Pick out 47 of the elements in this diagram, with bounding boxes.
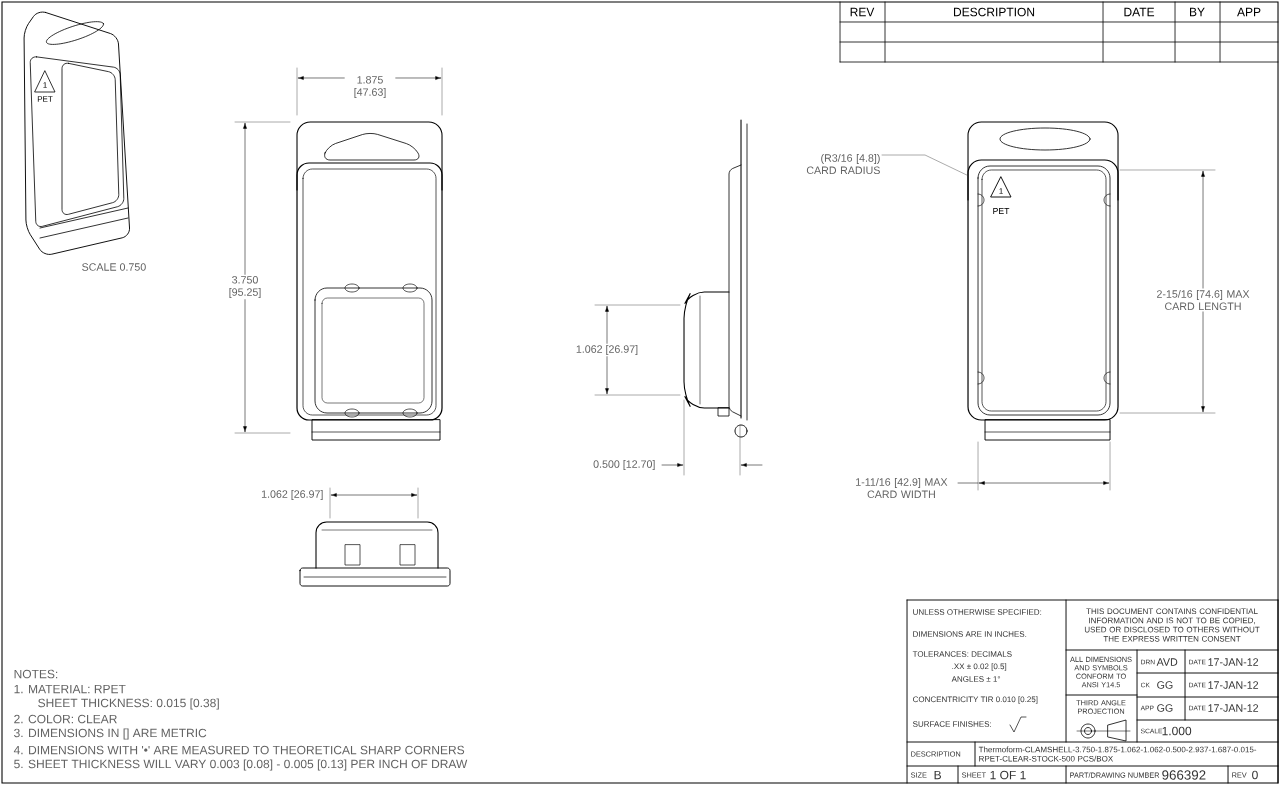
table-header-text: DESCRIPTION	[954, 7, 1035, 17]
recycling-number: 1	[999, 188, 1003, 194]
description-text: Thermoform-CLAMSHELL-3.750-1.875-1.062-1.062-0.500-2.937-1.687-0.015-RPET-CLEAR-STOCK-500 PCS/BOX	[978, 746, 1257, 762]
title-block-value: GG	[1157, 681, 1173, 689]
title-block-value: 17-JAN-12	[1208, 681, 1259, 689]
confidential-notice: THIS DOCUMENT CONTAINS CONFIDENTIAL INFORMATION AND IS NOT TO BE COPIED, USED OR DISCLOSED TO OTHERS WITHOUT THE EXPRESS WRITTEN CONSENT	[1084, 608, 1260, 642]
title-block-value: GG	[1157, 704, 1173, 712]
dimension-text: 1.062 [26.97]	[261, 490, 323, 500]
dimension-text: 0.500 [12.70]	[593, 460, 655, 470]
title-block-value: AVD	[1156, 658, 1178, 666]
dimension-text: 3.750 [95.25]	[219, 274, 271, 300]
table-header-text: BY	[1190, 7, 1205, 17]
table-header-text: APP	[1237, 7, 1261, 17]
title-block-value: 17-JAN-12	[1208, 658, 1259, 666]
title-block-value: B	[934, 770, 941, 780]
note-text: 1. MATERIAL: RPET	[14, 684, 126, 694]
recycling-number: 1	[43, 82, 47, 88]
title-block-text: UNLESS OTHERWISE SPECIFIED:	[913, 609, 1042, 615]
dimension-text: 1.062 [26.97]	[574, 343, 640, 357]
note-text: 5. SHEET THICKNESS WILL VARY 0.003 [0.08] - 0.005 [0.13] PER INCH OF DRAW	[14, 759, 468, 771]
title-block-text: ANGLES ± 1°	[951, 676, 1001, 682]
dimension-text: 1-11/16 [42.9] MAX CARD WIDTH	[856, 477, 948, 499]
note-text: 3. DIMENSIONS IN [] ARE METRIC	[14, 728, 207, 740]
dimension-text: 1.875 [47.63]	[344, 74, 396, 100]
material-code-text: PET	[993, 208, 1010, 214]
note-text: NOTES:	[14, 669, 58, 679]
title-block-value: 1 OF 1	[990, 770, 1026, 780]
note-text: 2. COLOR: CLEAR	[14, 714, 117, 724]
card-view-drawing	[967, 121, 1119, 441]
table-header-text: DATE	[1124, 7, 1155, 17]
callout-text: (R3/16 [4.8]) CARD RADIUS	[806, 153, 880, 175]
scale-text: SCALE 0.750	[82, 263, 146, 271]
title-block-value: 966392	[1162, 770, 1206, 780]
title-block-text: TOLERANCES: DECIMALS	[912, 651, 1012, 657]
title-block-value: 1.000	[1162, 726, 1192, 736]
dimension-text: 2-15/16 [74.6] MAX CARD LENGTH	[1151, 288, 1255, 312]
title-block-text: SURFACE FINISHES:	[912, 721, 991, 727]
note-text: 4. DIMENSIONS WITH '•' ARE MEASURED TO THEORETICAL SHARP CORNERS	[13, 745, 465, 755]
material-code-text: PET	[37, 96, 53, 102]
title-block-text: .XX ± 0.02 [0.5]	[952, 663, 1007, 671]
title-block-text: CONCENTRICITY TIR 0.010 [0.25]	[913, 696, 1038, 704]
title-block-value: 0	[1252, 770, 1258, 780]
title-block-value: 17-JAN-12	[1208, 704, 1259, 712]
leader-line	[881, 154, 967, 176]
table-header-text: REV	[850, 7, 875, 17]
note-text: SHEET THICKNESS: 0.015 [0.38]	[38, 698, 219, 710]
title-block-text: DIMENSIONS ARE IN INCHES.	[913, 631, 1027, 637]
